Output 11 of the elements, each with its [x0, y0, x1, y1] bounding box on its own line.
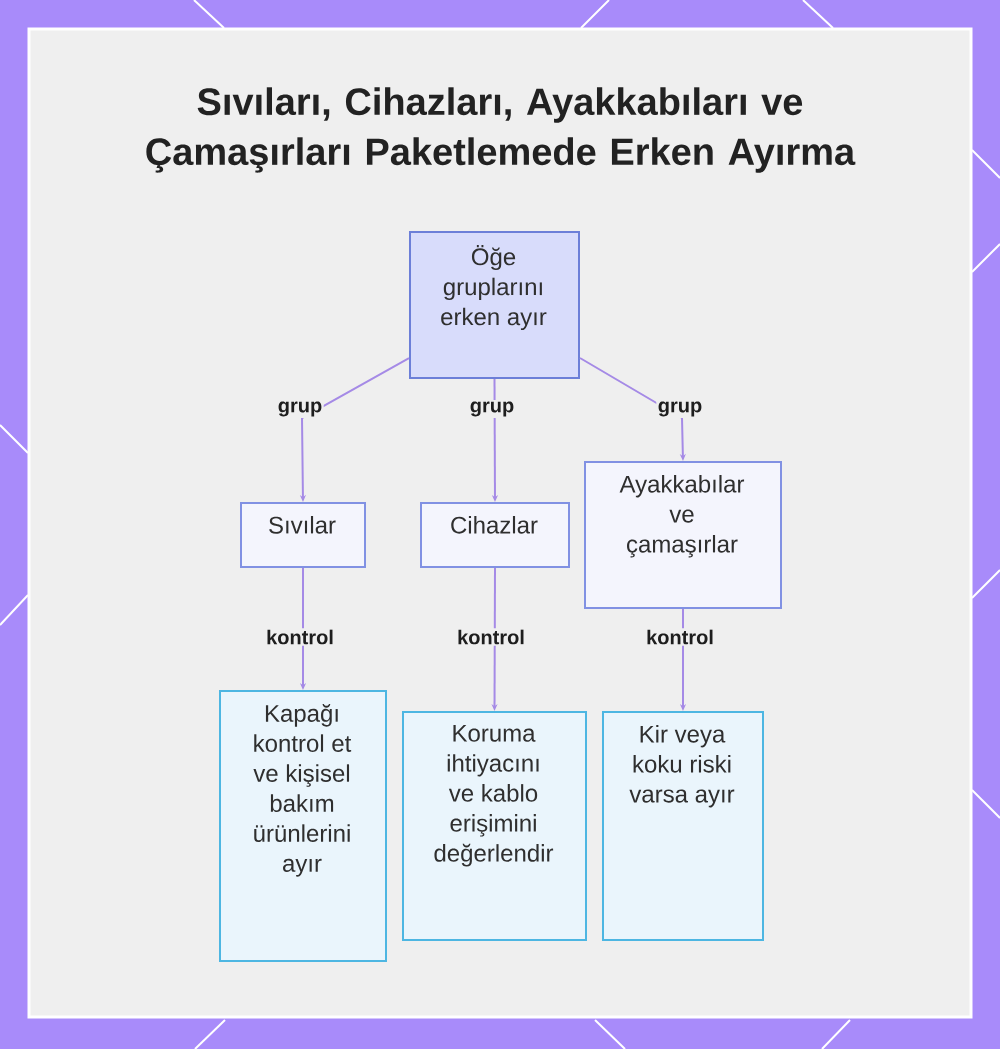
step-box: Kapağı kontrol et ve kişisel bakım ürünlerini ayır: [219, 690, 387, 962]
edge-label: kontrol: [455, 628, 527, 646]
group-box: Cihazlar: [420, 502, 570, 568]
step-box: Koruma ihtiyacını ve kablo erişimini değerlendir: [402, 711, 587, 941]
step-box: Kir veya koku riski varsa ayır: [602, 711, 764, 941]
edge-label: kontrol: [644, 628, 716, 646]
title: Sıvıları, Cihazları, Ayakkabıları ve Çamaşırları Paketlemede Erken Ayırma: [146, 87, 856, 173]
group-box: Ayakkabılar ve çamaşırlar: [584, 461, 782, 609]
group-box: Sıvılar: [240, 502, 366, 568]
topic-box: Öğe gruplarını erken ayır: [409, 231, 580, 379]
edge-label: kontrol: [264, 628, 336, 646]
